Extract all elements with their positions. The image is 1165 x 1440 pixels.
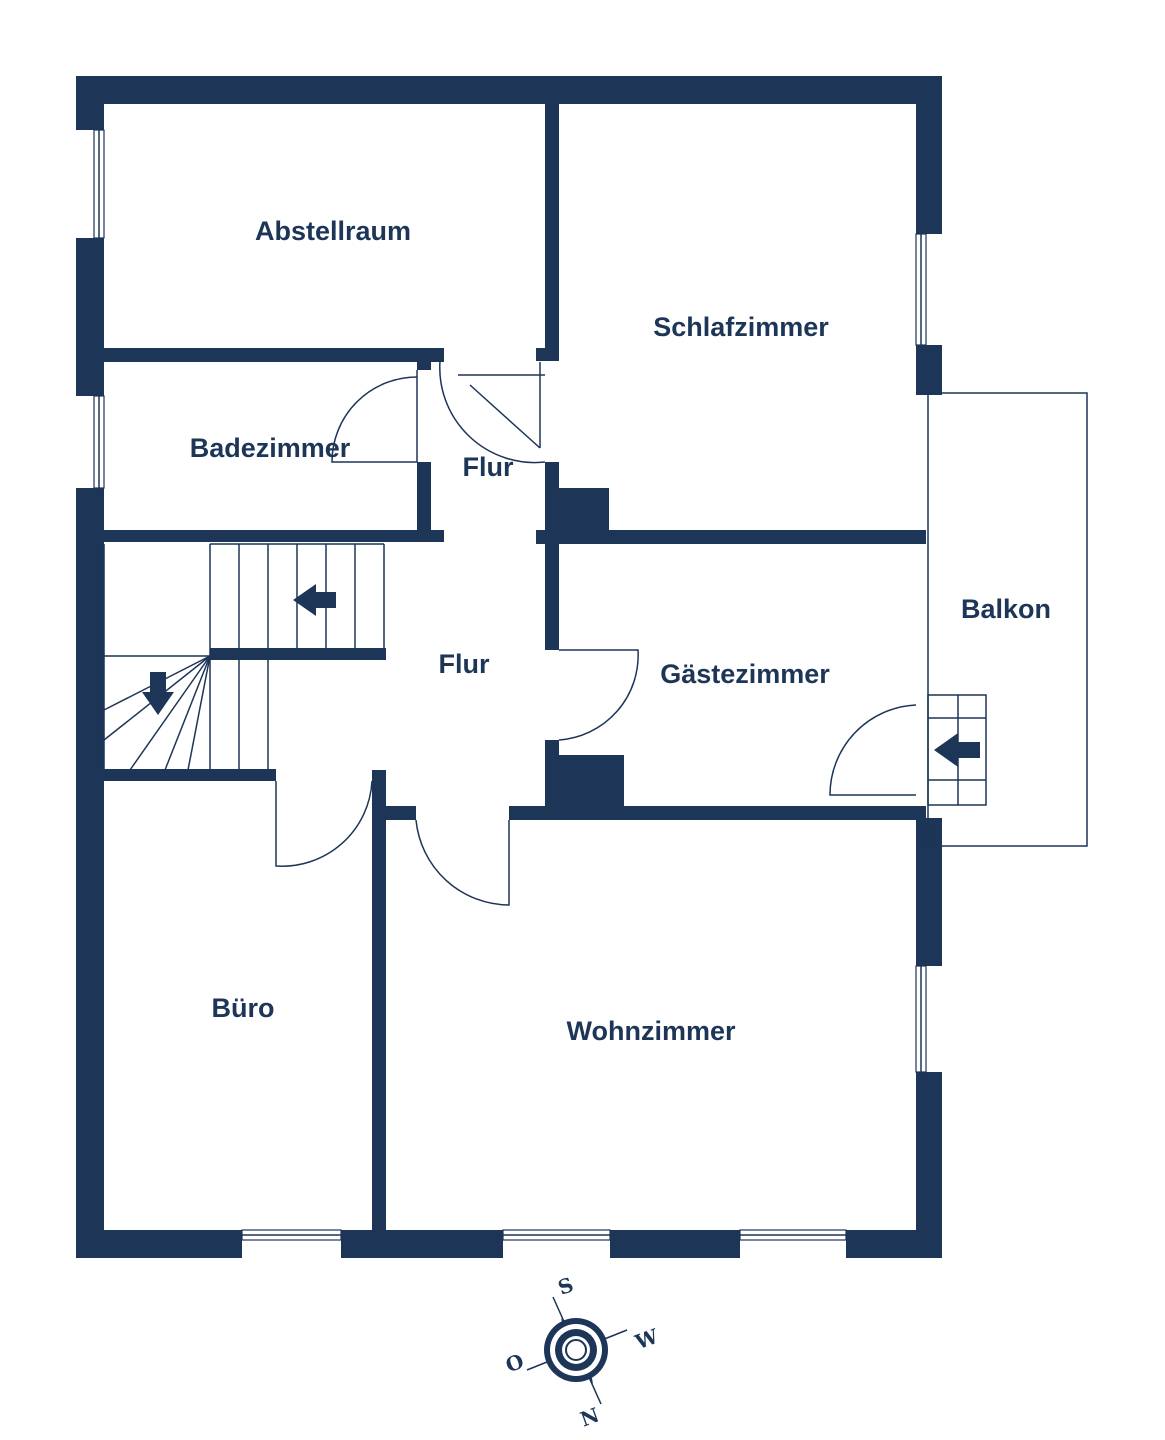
room-label-badezimmer: Badezimmer — [190, 433, 351, 463]
compass-label-right: W — [631, 1324, 662, 1355]
room-label-wohnzimmer: Wohnzimmer — [566, 1016, 736, 1046]
compass-label-bottom: N — [577, 1403, 602, 1432]
stair-arrow-left-icon — [293, 584, 336, 616]
room-label-gaestezimmer: Gästezimmer — [660, 659, 830, 689]
doors — [275, 360, 917, 906]
room-label-flur-upper: Flur — [463, 452, 514, 482]
room-label-abstellraum: Abstellraum — [255, 216, 411, 246]
windows — [93, 129, 927, 1241]
compass-label-left: O — [502, 1349, 527, 1378]
outer-walls — [76, 76, 942, 1258]
room-label-schlafzimmer: Schlafzimmer — [653, 312, 829, 342]
compass-label-top: S — [555, 1272, 577, 1299]
room-label-buero: Büro — [212, 993, 275, 1023]
room-labels: Abstellraum Schlafzimmer Badezimmer Flur… — [190, 216, 1051, 1046]
room-label-flur-lower: Flur — [439, 649, 490, 679]
interior-walls — [104, 96, 926, 1244]
room-label-balkon: Balkon — [961, 594, 1051, 624]
balcony-arrow-icon — [934, 733, 980, 767]
stair-arrow-down-icon — [142, 672, 174, 715]
compass-rose-icon: S W N O — [502, 1272, 661, 1431]
